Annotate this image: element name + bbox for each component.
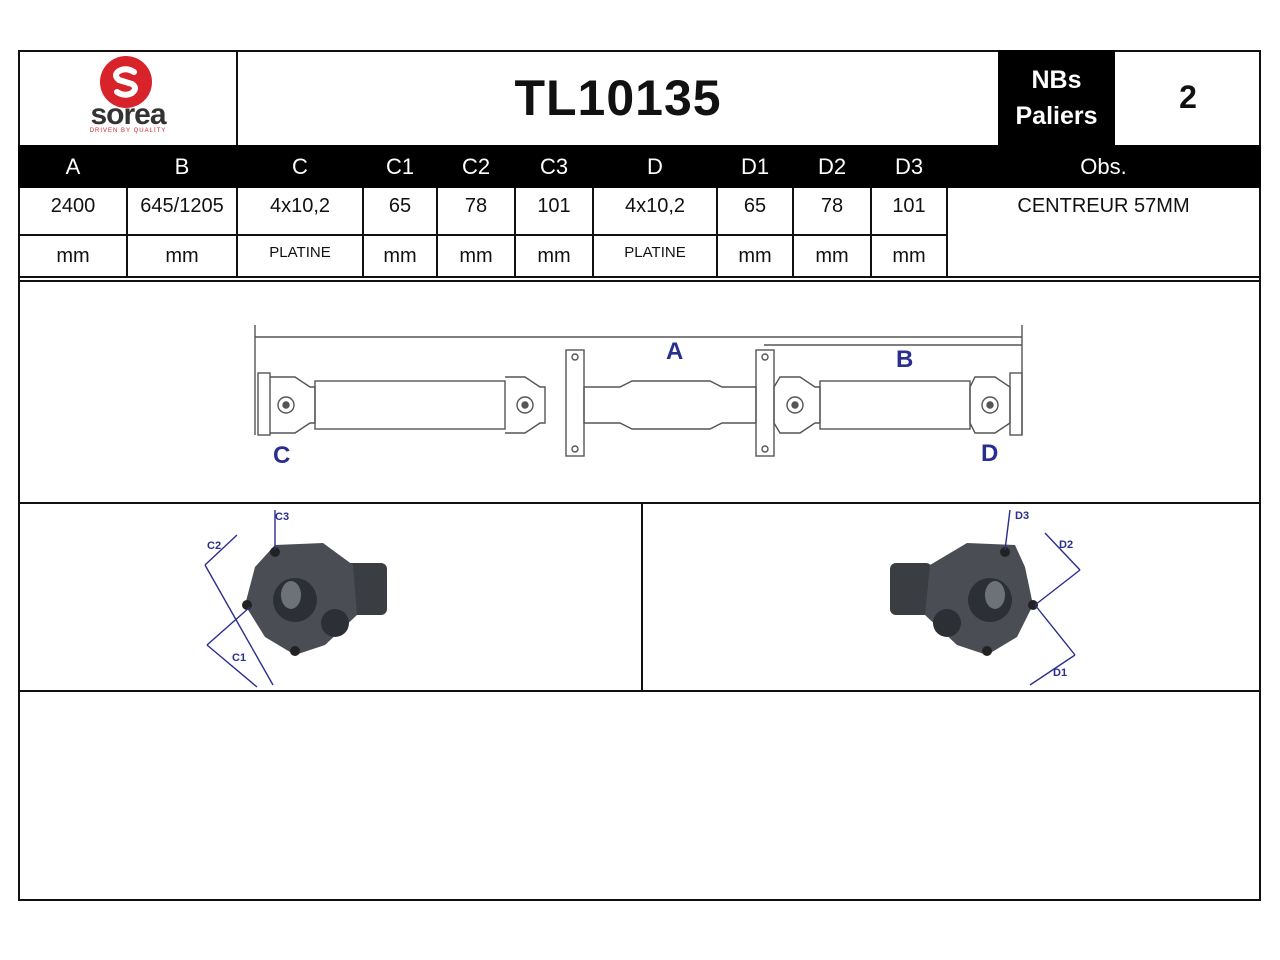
flange-c-yoke-icon (242, 543, 387, 656)
logo-wordmark: sorea (90, 98, 166, 131)
label-a: A (666, 338, 683, 365)
col-header-d1: D1 (740, 153, 770, 179)
label-c2: C2 (207, 540, 221, 552)
s-icon (113, 66, 138, 98)
label-d: D (981, 440, 998, 467)
col-divider (362, 188, 364, 277)
section-line (18, 690, 1261, 692)
table-bottom-line (18, 276, 1261, 278)
unit-d: PLATINE (624, 243, 686, 261)
value-d: 4x10,2 (624, 194, 686, 217)
col-divider (592, 188, 594, 277)
value-a: 2400 (50, 194, 96, 217)
col-divider (716, 188, 718, 277)
col-header-obs: Obs. (1080, 153, 1127, 179)
part-number-title: TL10135 (514, 69, 722, 126)
unit-b: mm (165, 244, 199, 267)
value-b: 645/1205 (140, 194, 224, 217)
col-header-d: D (647, 153, 663, 179)
col-header-c3: C3 (539, 153, 569, 179)
col-divider (514, 188, 516, 277)
section-line (18, 280, 1261, 282)
driveshaft-diagram: A B C D (254, 325, 1023, 469)
label-d1: D1 (1053, 667, 1067, 679)
logo-area (18, 50, 238, 145)
col-header-c: C (292, 153, 308, 179)
label-d2: D2 (1059, 539, 1073, 551)
value-obs: CENTREUR 57MM (1017, 194, 1190, 217)
col-header-a: A (65, 153, 81, 179)
col-divider (436, 188, 438, 277)
label-c: C (273, 442, 290, 469)
value-d1: 65 (743, 194, 767, 217)
col-header-c1: C1 (385, 153, 415, 179)
unit-c1: mm (383, 244, 417, 267)
unit-d1: mm (738, 244, 772, 267)
label-c3: C3 (275, 511, 289, 523)
column-header-bar (18, 145, 1261, 188)
value-c3: 101 (537, 194, 571, 217)
section-divider (641, 502, 643, 692)
col-divider (792, 188, 794, 277)
unit-a: mm (56, 244, 90, 267)
spec-sheet-frame (18, 50, 1261, 901)
unit-d2: mm (815, 244, 849, 267)
nbs-label-line2: Paliers (1015, 101, 1098, 130)
value-d3: 101 (892, 194, 926, 217)
unit-c3: mm (537, 244, 571, 267)
unit-c2: mm (459, 244, 493, 267)
nbs-label-line1: NBs (1031, 65, 1082, 94)
sorea-logo-mark (100, 56, 152, 108)
value-c2: 78 (464, 194, 488, 217)
label-c1: C1 (232, 652, 246, 664)
label-b: B (896, 346, 913, 373)
unit-d3: mm (892, 244, 926, 267)
nbs-paliers-value: 2 (1179, 79, 1197, 115)
nbs-paliers-label: NBs Paliers (998, 50, 1115, 145)
col-header-d3: D3 (894, 153, 924, 179)
value-c: 4x10,2 (269, 194, 331, 217)
col-divider (126, 188, 128, 277)
value-d2: 78 (820, 194, 844, 217)
flange-d-diagram: D3 D2 D1 (890, 509, 1081, 686)
flange-c-diagram: C2 C1 C3 (204, 510, 387, 688)
col-header-c2: C2 (461, 153, 491, 179)
value-c1: 65 (388, 194, 412, 217)
col-divider (870, 188, 872, 277)
col-divider (946, 188, 948, 277)
logo-tagline: DRIVEN BY QUALITY (89, 128, 167, 134)
label-d3: D3 (1015, 510, 1029, 522)
col-header-b: B (174, 153, 190, 179)
section-line (18, 502, 1261, 504)
row-divider (18, 234, 947, 236)
col-divider (236, 188, 238, 277)
col-header-d2: D2 (817, 153, 847, 179)
flange-d-yoke-icon (890, 543, 1038, 656)
unit-c: PLATINE (269, 243, 331, 261)
